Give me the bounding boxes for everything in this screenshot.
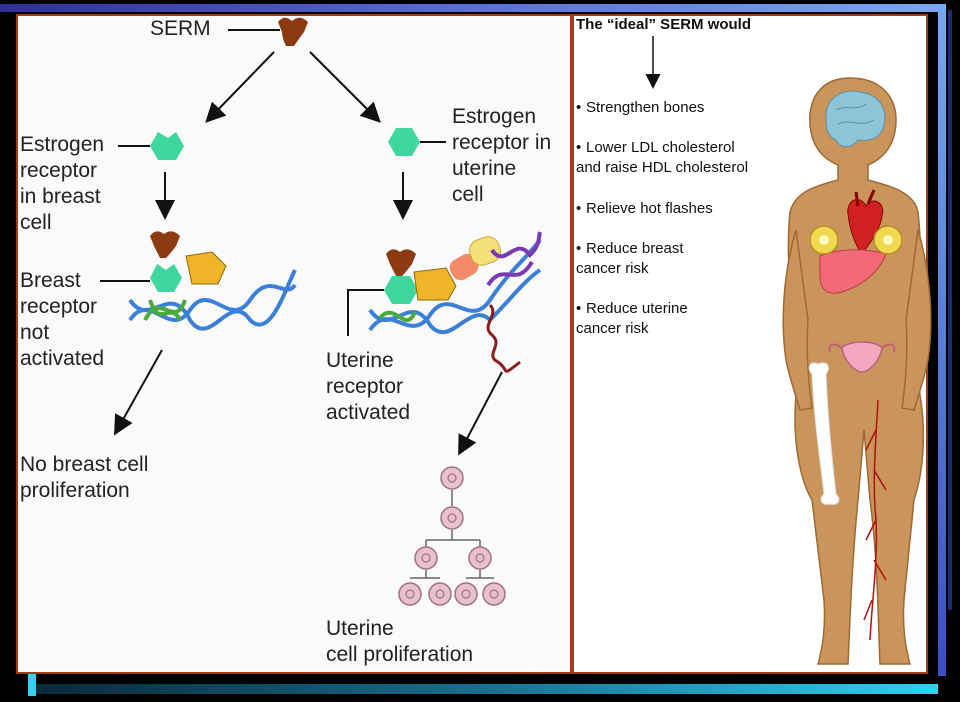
serm-molecule-icon: [386, 249, 416, 276]
receptor-icon: [388, 128, 420, 156]
rna-strand-icon: [486, 303, 521, 373]
brain-icon: [825, 90, 886, 148]
arrow-breast-to-result: [114, 349, 163, 436]
serm-molecule-icon: [278, 17, 308, 46]
dna-helix-icon: [128, 269, 297, 331]
bullet-text: Reduce uterine cancer risk: [576, 300, 688, 337]
female-body-icon: [782, 77, 932, 665]
dividing-cell-tree: [410, 490, 494, 579]
breast-not-activated-label: Breast receptor not activated: [20, 269, 105, 370]
bullet-item: •Reduce breast cancer risk: [576, 240, 684, 277]
coactivator-icon: [185, 251, 227, 285]
frame-top-bar: [0, 4, 940, 12]
arrow-serm-to-uterine: [309, 51, 381, 123]
coactivator-icon: [413, 267, 457, 301]
bullet-item: •Strengthen bones: [576, 99, 705, 116]
bone-icon: [808, 362, 840, 505]
coactivator-3-icon: [469, 236, 501, 266]
bullet-text: Strengthen bones: [586, 99, 705, 116]
breast-tissue-detail: [819, 235, 893, 245]
bullet-text: Reduce breast cancer risk: [576, 240, 684, 277]
no-breast-prolif-label: No breast cell proliferation: [20, 453, 149, 502]
cell-nucleus: [405, 473, 499, 599]
frame-right-bar-2: [948, 10, 952, 610]
coactivator-2-icon: [449, 253, 479, 281]
er-uterine-label: Estrogen receptor in uterine cell: [452, 105, 552, 206]
serm-molecule-icon: [150, 231, 180, 258]
veins-icon: [863, 399, 887, 641]
ideal-serm-title: The “ideal” SERM would: [576, 16, 752, 33]
frame-right-bar: [938, 4, 946, 676]
arrow-uterine-to-result: [458, 371, 503, 456]
uterus-tubes: [828, 343, 896, 353]
receptor-icon: [150, 264, 182, 292]
uterine-receptor-leader-line: [347, 289, 384, 336]
frame-left-bar: [28, 672, 36, 696]
uterine-prolif-label: Uterine cell proliferation: [326, 617, 474, 666]
bullet-item: •Relieve hot flashes: [576, 200, 713, 217]
receptor-icon: [384, 276, 418, 304]
dividing-cell-icon: [398, 466, 506, 606]
brain-folds: [835, 103, 875, 125]
bullet-text: Lower LDL cholesterol and raise HDL chol…: [576, 139, 749, 176]
dna-helix-icon: [368, 231, 542, 335]
liver-icon: [819, 249, 887, 294]
bullet-item: •Reduce uterine cancer risk: [576, 300, 688, 337]
receptor-icon: [150, 132, 184, 160]
uterus-icon: [841, 341, 883, 373]
heart-icon: [847, 199, 884, 255]
arrow-serm-to-breast: [205, 51, 275, 123]
uterine-activated-label: Uterine receptor activated: [326, 349, 411, 424]
bullet-text: Relieve hot flashes: [586, 200, 713, 217]
serm-label: SERM: [150, 17, 211, 40]
bullet-item: •Lower LDL cholesterol and raise HDL cho…: [576, 139, 749, 176]
heart-vessels: [854, 189, 876, 207]
frame-bottom-bar: [36, 684, 938, 694]
er-breast-label: Estrogen receptor in breast cell: [20, 133, 105, 234]
